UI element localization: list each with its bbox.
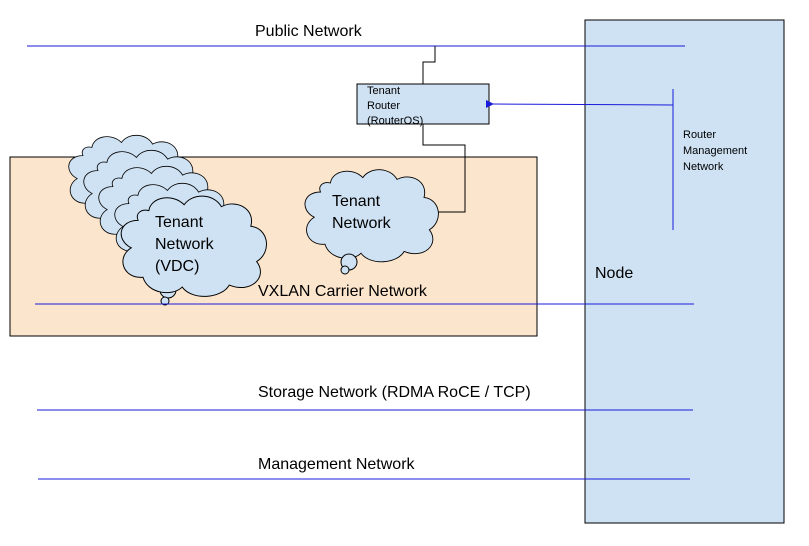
router-mgmt-label-1: Router xyxy=(683,129,716,141)
tenant-router-label-1: Tenant xyxy=(367,85,400,97)
router-mgmt-label-3: Network xyxy=(683,161,724,173)
vdc-label-1: Tenant xyxy=(155,214,204,231)
tenant-router-label-3: (RouterOS) xyxy=(367,115,423,127)
vdc-label-3: (VDC) xyxy=(155,258,199,275)
vdc-cloud-stack xyxy=(68,134,267,306)
node-box xyxy=(584,19,785,524)
router-mgmt-arrow xyxy=(485,99,674,108)
router-downlink xyxy=(422,124,466,213)
node-label: Node xyxy=(595,265,633,282)
router-uplink xyxy=(422,46,436,84)
vdc-label-2: Network xyxy=(155,236,215,253)
management-network-label: Management Network xyxy=(258,456,416,473)
vxlan-label: VXLAN Carrier Network xyxy=(258,283,428,300)
tenant-network-cloud[interactable] xyxy=(304,169,439,275)
tenant-network-label-1: Tenant xyxy=(332,193,381,210)
tenant-router-label-2: Router xyxy=(367,100,400,112)
storage-network-label: Storage Network (RDMA RoCE / TCP) xyxy=(258,384,531,401)
tenant-network-label-2: Network xyxy=(332,215,392,232)
router-mgmt-label-2: Management xyxy=(683,145,747,157)
public-network-label: Public Network xyxy=(255,23,363,40)
